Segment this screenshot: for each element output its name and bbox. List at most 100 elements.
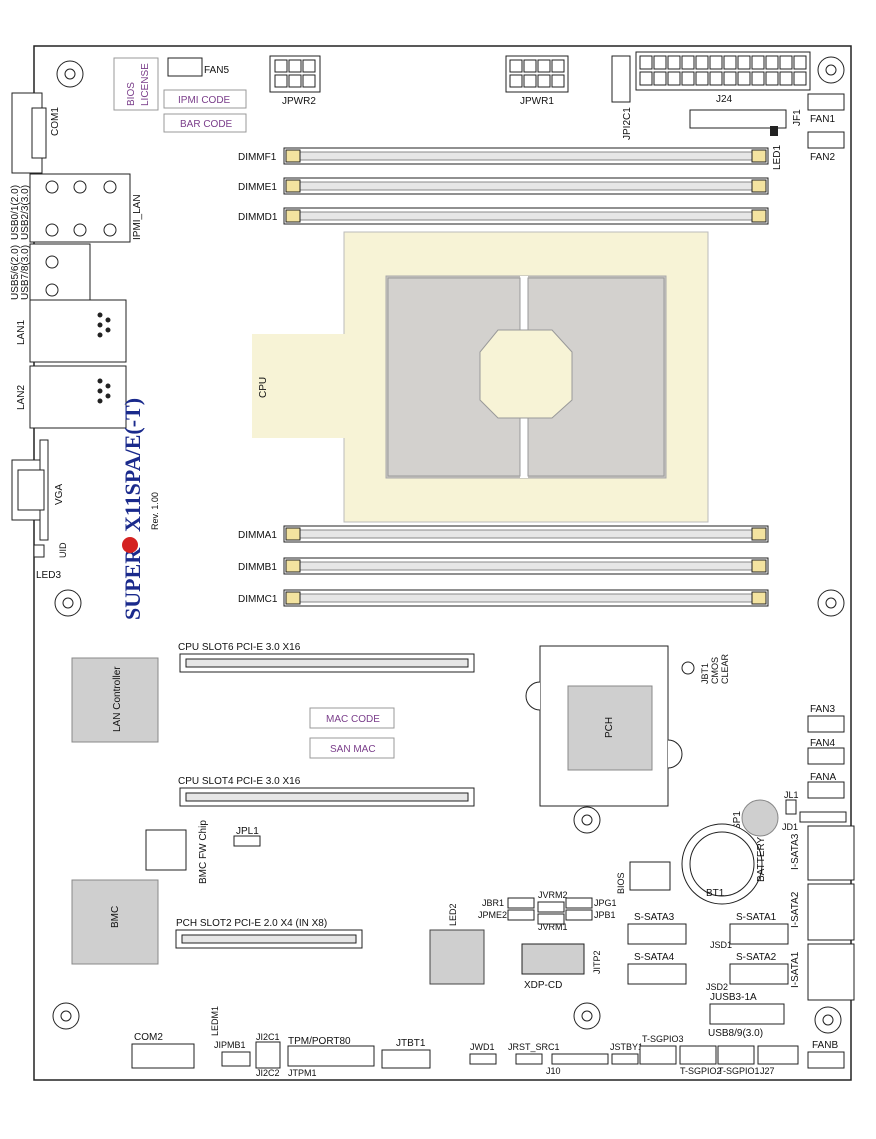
s-sata1-port bbox=[729, 923, 789, 945]
tpm-header bbox=[287, 1045, 375, 1067]
jl1-label: JL1 bbox=[784, 790, 799, 800]
jstby1-header bbox=[611, 1053, 639, 1065]
dimm-slot-dimmd1 bbox=[283, 207, 769, 225]
s-sata1-label: S-SATA1 bbox=[736, 912, 777, 923]
jwd1-header bbox=[469, 1053, 497, 1065]
s-sata3-port bbox=[627, 923, 687, 945]
jpl1-header bbox=[233, 835, 261, 847]
usb23-label: USB2/3(3.0) bbox=[20, 185, 31, 240]
jpl1-label: JPL1 bbox=[236, 826, 259, 837]
board-revision: Rev. 1.00 bbox=[150, 492, 160, 530]
slot2-label: PCH SLOT2 PCI-E 2.0 X4 (IN X8) bbox=[176, 918, 327, 929]
jstby1-label: JSTBY1 bbox=[610, 1042, 643, 1052]
pcie-slot4 bbox=[179, 787, 475, 807]
com2-header bbox=[131, 1043, 195, 1069]
battery-label: BATTERY bbox=[756, 836, 767, 882]
fana-label: FANA bbox=[810, 772, 836, 783]
s-sata4-port bbox=[627, 963, 687, 985]
jpwr1-connector bbox=[505, 55, 569, 93]
tpm-label: TPM/PORT80 bbox=[288, 1036, 351, 1047]
led2-label: LED2 bbox=[448, 903, 458, 926]
vga-label: VGA bbox=[54, 484, 65, 505]
j27-header bbox=[757, 1045, 799, 1065]
led1-label: LED1 bbox=[772, 145, 783, 170]
tsgpio3-header bbox=[639, 1045, 677, 1065]
jwd1-label: JWD1 bbox=[470, 1042, 495, 1052]
uid-label: UID bbox=[58, 542, 68, 558]
jsd2-label: JSD2 bbox=[706, 982, 728, 992]
fan4-label: FAN4 bbox=[810, 738, 835, 749]
jbr1-label: JBR1 bbox=[482, 898, 504, 908]
led1 bbox=[770, 126, 778, 136]
jbt1-label: JBT1 bbox=[700, 663, 710, 684]
jrst-label: JRST_SRC1 bbox=[508, 1042, 560, 1052]
jitp2-label: JITP2 bbox=[592, 950, 602, 974]
dimm-slot-dimme1 bbox=[283, 177, 769, 195]
super-io-chip bbox=[429, 929, 485, 985]
bios-license-label-2: LICENSE bbox=[140, 63, 151, 106]
j24-pins bbox=[639, 55, 807, 86]
jpwr1-label: JPWR1 bbox=[520, 96, 554, 107]
tsgpio1-label: T-SGPIO1 bbox=[718, 1066, 760, 1076]
jpme2-label: JPME2 bbox=[478, 910, 507, 920]
s-sata3-label: S-SATA3 bbox=[634, 912, 675, 923]
bios-chip bbox=[629, 861, 671, 891]
usb-ipmi-lan-stack bbox=[29, 173, 131, 301]
board-model: X11SPA/E(-T) bbox=[120, 398, 145, 532]
ji2c1-label: JI2C1 bbox=[256, 1032, 280, 1042]
bt1-label: BT1 bbox=[706, 888, 725, 899]
slot4-label: CPU SLOT4 PCI-E 3.0 X16 bbox=[178, 776, 301, 787]
jpi2c1-label: JPI2C1 bbox=[622, 107, 633, 140]
j10-header bbox=[551, 1053, 609, 1065]
i-sata-ports bbox=[807, 825, 855, 1001]
bmc-fw-chip bbox=[145, 829, 187, 871]
led3-label: LED3 bbox=[36, 570, 61, 581]
mac-code-label: MAC CODE bbox=[326, 714, 380, 725]
jsd1-label: JSD1 bbox=[710, 940, 732, 950]
cmos-label: CMOS bbox=[710, 657, 720, 684]
dimmc1-label: DIMMC1 bbox=[238, 594, 278, 605]
j27-label: J27 bbox=[760, 1066, 775, 1076]
fan3-label: FAN3 bbox=[810, 704, 835, 715]
tsgpio2-label: T-SGPIO2 bbox=[680, 1066, 722, 1076]
usb78-label: USB7/8(3.0) bbox=[20, 245, 31, 300]
s-sata2-port bbox=[729, 963, 789, 985]
fan5-header bbox=[167, 57, 203, 77]
bios-label: BIOS bbox=[616, 872, 626, 894]
sp1-label: SP1 bbox=[732, 811, 743, 830]
jbt1-pads bbox=[681, 661, 695, 675]
i-sata3-label: I-SATA3 bbox=[790, 833, 801, 870]
s-sata4-label: S-SATA4 bbox=[634, 952, 675, 963]
jf1-header bbox=[689, 109, 787, 129]
ipmi-code-label: IPMI CODE bbox=[178, 95, 231, 106]
jpwr2-label: JPWR2 bbox=[282, 96, 316, 107]
fan5-label: FAN5 bbox=[204, 65, 229, 76]
dimm-slot-dimmf1 bbox=[283, 147, 769, 165]
fan1-label: FAN1 bbox=[810, 114, 835, 125]
lan-controller-label: LAN Controller bbox=[112, 666, 123, 732]
com1-label: COM1 bbox=[50, 107, 61, 136]
bmc-label: BMC bbox=[110, 906, 121, 928]
jpwr2-connector bbox=[269, 55, 321, 93]
xdp-cd-label: XDP-CD bbox=[524, 980, 562, 991]
jl1-header bbox=[785, 799, 797, 815]
ji2c-header bbox=[255, 1041, 281, 1069]
san-mac-box bbox=[309, 737, 395, 759]
dimmf1-label: DIMMF1 bbox=[238, 152, 277, 163]
jpb1-label: JPB1 bbox=[594, 910, 616, 920]
i-sata1-label: I-SATA1 bbox=[790, 951, 801, 988]
j10-label: J10 bbox=[546, 1066, 561, 1076]
fana-header bbox=[807, 781, 845, 799]
usb89-label: USB8/9(3.0) bbox=[708, 1028, 763, 1039]
pcie-slot2 bbox=[175, 929, 363, 949]
fan2-label: FAN2 bbox=[810, 152, 835, 163]
usb56-label: USB5/6(2.0) bbox=[10, 245, 21, 300]
jtbt1-header bbox=[381, 1049, 431, 1069]
slot6-label: CPU SLOT6 PCI-E 3.0 X16 bbox=[178, 642, 301, 653]
ipmi-lan-label: IPMI_LAN bbox=[132, 194, 143, 240]
jipmb1-header bbox=[221, 1051, 251, 1067]
jd1-header bbox=[799, 811, 847, 823]
ledm1-label: LEDM1 bbox=[210, 1006, 220, 1036]
dimm-slot-dimmc1 bbox=[283, 589, 769, 607]
mac-code-box bbox=[309, 707, 395, 729]
